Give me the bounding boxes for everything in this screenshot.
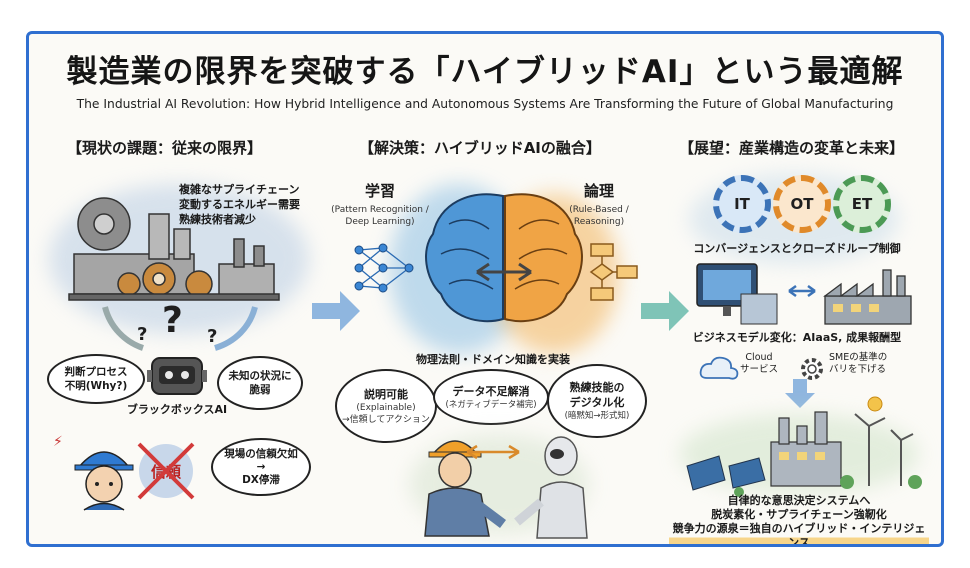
cloud-label-line1: Cloud [745, 352, 773, 363]
issue-energy-demand: 変動するエネルギー需要 [179, 198, 300, 211]
future-line-decarbonization: 脱炭素化・サプライチェーン強靭化 [711, 508, 887, 521]
bubble-trust-line3: DX停滞 [242, 473, 280, 486]
bubble-process-line1: 判断プロセス [64, 366, 128, 378]
flow-arrow-right [641, 291, 689, 331]
bidirectional-arrow-icon [788, 284, 816, 298]
issue-skilled-workers: 熟練技術者減少 [179, 213, 256, 226]
business-model-label: ビジネスモデル変化：AIaaS, 成果報酬型 [692, 331, 902, 344]
hybrid-brain-icon [425, 193, 583, 323]
pressure-arrows [102, 306, 258, 351]
bubble-trust-line1: 現場の信頼欠如 [224, 447, 298, 460]
cloud-label-line2: サービス [739, 364, 778, 375]
bubble-explain-line3: →信頼してアクション [342, 414, 430, 425]
bubble-skill-line1: 熟練技能の [569, 381, 625, 394]
left-section-heading: 【現状の課題：従来の限界】 [67, 139, 263, 157]
bubble-unknown-situations: 未知の状況に脆弱 [217, 356, 303, 410]
neural-network-icon [354, 243, 414, 293]
question-mark-small-icon: ? [207, 326, 218, 347]
bubble-trust-lack: 現場の信頼欠如→DX停滞 [211, 438, 311, 496]
exchange-arrow-icon [466, 444, 520, 460]
logic-sub-line2: Reasoning) [573, 217, 625, 227]
cloud-icon [699, 356, 739, 380]
sme-barrier-label: SMEの基準の バリを下げる [829, 352, 909, 376]
sme-label-line2: バリを下げる [829, 364, 887, 375]
robot-head-icon [147, 357, 207, 395]
right-section-heading: 【展望：産業構造の変革と未来】 [679, 139, 905, 157]
bubble-unknown-line1: 未知の状況に [228, 370, 292, 382]
learning-subtitle: (Pattern Recognition / Deep Learning) [317, 204, 443, 228]
gear-it-icon: IT [713, 175, 771, 233]
stress-icon: ⚡ [53, 434, 63, 450]
logic-title: 論理 [583, 182, 614, 200]
control-monitor-icon [696, 263, 778, 325]
bubble-unknown-line2: 脆弱 [249, 384, 271, 396]
sustainable-industry-icon [686, 396, 922, 497]
engineer-icon [424, 440, 506, 537]
bubble-process-unclear: 判断プロセス不明(Why?) [47, 354, 145, 404]
bubble-skill-digitization: 熟練技能の デジタル化 (暗黙知→形式知) [547, 364, 647, 438]
bubble-data-line1: データ不足解消 [452, 384, 530, 398]
learning-sub-line1: (Pattern Recognition / [331, 205, 429, 215]
smart-factory-icon [823, 269, 912, 325]
bubble-skill-line2: デジタル化 [569, 396, 625, 409]
sme-label-line1: SMEの基準の [829, 352, 888, 363]
logic-sub-line1: (Rule-Based / [569, 205, 629, 215]
bubble-data-shortage: データ不足解消 (ネガティブデータ補完) [433, 369, 549, 425]
worker-icon [74, 451, 134, 511]
gear-et-icon: ET [833, 175, 891, 233]
flow-arrow-left [312, 291, 360, 331]
future-line-autonomous: 自律的な意思決定システムへ [727, 494, 871, 507]
page-subtitle: The Industrial AI Revolution: How Hybrid… [76, 97, 894, 111]
learning-sub-line2: Deep Learning) [345, 217, 415, 227]
gear-ot-icon: OT [773, 175, 831, 233]
cross-mark-icon [137, 442, 195, 500]
question-mark-icon: ? [162, 300, 183, 341]
physics-knowledge-label: 物理法則・ドメイン知識を実装 [416, 353, 570, 366]
convergence-label: コンバージェンスとクローズドループ制御 [693, 242, 901, 255]
bubble-trust-arrow: → [256, 460, 266, 473]
learning-title: 学習 [364, 182, 395, 200]
down-arrow-icon [785, 379, 815, 408]
bubble-explain-line2: (Explainable) [356, 402, 416, 413]
bubble-process-line2: 不明(Why?) [64, 380, 128, 392]
infographic-frame: 製造業の限界を突破する「ハイブリッドAI」という最適解 The Industri… [26, 31, 944, 547]
future-line-competitiveness: 競争力の源泉＝独自のハイブリッド・インテリジェンス [669, 522, 929, 544]
humanoid-robot-icon [514, 436, 588, 539]
question-mark-small-icon: ? [137, 324, 148, 345]
factory-machinery-icon [68, 197, 280, 301]
flowchart-icon [589, 243, 638, 301]
issues-list: 複雑なサプライチェーン 変動するエネルギー需要 熟練技術者減少 [179, 182, 300, 227]
gear-icon [801, 358, 823, 380]
cloud-service-label: Cloud サービス [729, 352, 789, 376]
blackbox-ai-label: ブラックボックスAI [126, 403, 228, 416]
bubble-explain-line1: 説明可能 [363, 387, 408, 401]
bubble-skill-line3: (暗黙知→形式知) [564, 411, 630, 421]
issue-supply-chain: 複雑なサプライチェーン [179, 183, 300, 196]
middle-section-heading: 【解決策：ハイブリッドAIの融合】 [359, 139, 601, 157]
future-summary: 自律的な意思決定システムへ 脱炭素化・サプライチェーン強靭化 競争力の源泉＝独自… [669, 494, 929, 544]
bubble-data-line2: (ネガティブデータ補完) [445, 399, 537, 410]
page-title: 製造業の限界を突破する「ハイブリッドAI」という最適解 [66, 54, 904, 90]
logic-subtitle: (Rule-Based / Reasoning) [557, 204, 641, 228]
